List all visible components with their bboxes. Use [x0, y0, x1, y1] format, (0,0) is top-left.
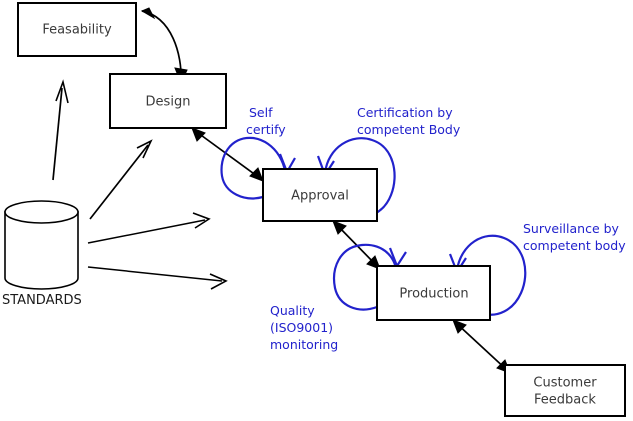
- node-feasability[interactable]: Feasability: [17, 2, 137, 57]
- production-box: [376, 265, 491, 321]
- annotation-certification: Certification by competent Body: [357, 105, 461, 137]
- edge-feasability-design: [140, 7, 188, 85]
- design-label: Design: [146, 95, 191, 110]
- edge-standards-design-head: [136, 139, 153, 159]
- annotation-certification-line2: competent Body: [357, 122, 461, 137]
- customer-feedback-label-line1: Customer: [533, 376, 597, 391]
- design-box: [109, 73, 227, 129]
- edge-standards-approval-line: [87, 219, 206, 244]
- loop-quality-arrowhead: [388, 247, 407, 269]
- customer-feedback-label-line2: Feedback: [534, 393, 596, 408]
- edge-standards-design-line: [89, 144, 149, 220]
- annotation-self-certify: Self certify: [246, 105, 286, 137]
- loop-surveillance-curve: [455, 234, 527, 316]
- annotation-surveillance: Surveillance by competent body: [523, 221, 626, 253]
- edge-approval-production-head-start: [332, 220, 347, 235]
- customer-feedback-box: [504, 364, 626, 417]
- edge-standards-design: [89, 139, 153, 220]
- edge-standards-approval-head: [192, 212, 211, 229]
- edge-feasability-design-head-start: [140, 7, 156, 20]
- annotation-quality-line2: (ISO9001): [270, 320, 333, 335]
- edge-production-customer-feedback-line: [454, 321, 509, 372]
- cylinder-body: [4, 211, 79, 290]
- edge-standards-production: [87, 266, 228, 290]
- edge-design-approval-head-start: [191, 127, 206, 142]
- edge-standards-production-line: [87, 266, 223, 282]
- edge-design-approval-line: [193, 129, 262, 180]
- node-production[interactable]: Production: [376, 265, 491, 321]
- edge-production-customer-feedback-head-start: [452, 319, 467, 334]
- approval-box: [262, 168, 378, 222]
- edge-standards-approval: [87, 212, 211, 244]
- edge-standards-production-head: [209, 273, 228, 290]
- loop-quality-curve: [333, 243, 398, 311]
- cylinder-top: [4, 200, 79, 224]
- annotation-self-certify-line1: Self: [249, 105, 273, 120]
- edge-production-customer-feedback: [452, 319, 511, 374]
- production-label: Production: [399, 287, 468, 302]
- edge-standards-feasability: [52, 79, 69, 181]
- edge-design-approval: [191, 127, 264, 182]
- edge-standards-feasability-head: [55, 79, 69, 104]
- edge-standards-feasability-line: [52, 87, 63, 181]
- edge-design-approval-head-end: [249, 167, 264, 182]
- annotation-surveillance-line2: competent body: [523, 238, 626, 253]
- annotation-quality-line3: monitoring: [270, 337, 338, 352]
- annotation-surveillance-line1: Surveillance by: [523, 221, 620, 236]
- feasability-label: Feasability: [42, 23, 112, 38]
- loop-self-certify-curve: [220, 136, 288, 200]
- node-design[interactable]: Design: [109, 73, 227, 129]
- feasability-box: [17, 2, 137, 57]
- node-standards[interactable]: STANDARDS: [2, 200, 82, 308]
- annotation-self-certify-line2: certify: [246, 122, 286, 137]
- node-approval[interactable]: Approval: [262, 168, 378, 222]
- annotation-certification-line1: Certification by: [357, 105, 453, 120]
- annotation-quality: Quality (ISO9001) monitoring: [270, 303, 338, 352]
- node-customer-feedback[interactable]: Customer Feedback: [504, 364, 626, 417]
- approval-label: Approval: [291, 189, 349, 204]
- standards-label: STANDARDS: [2, 293, 82, 308]
- annotation-quality-line1: Quality: [270, 303, 315, 318]
